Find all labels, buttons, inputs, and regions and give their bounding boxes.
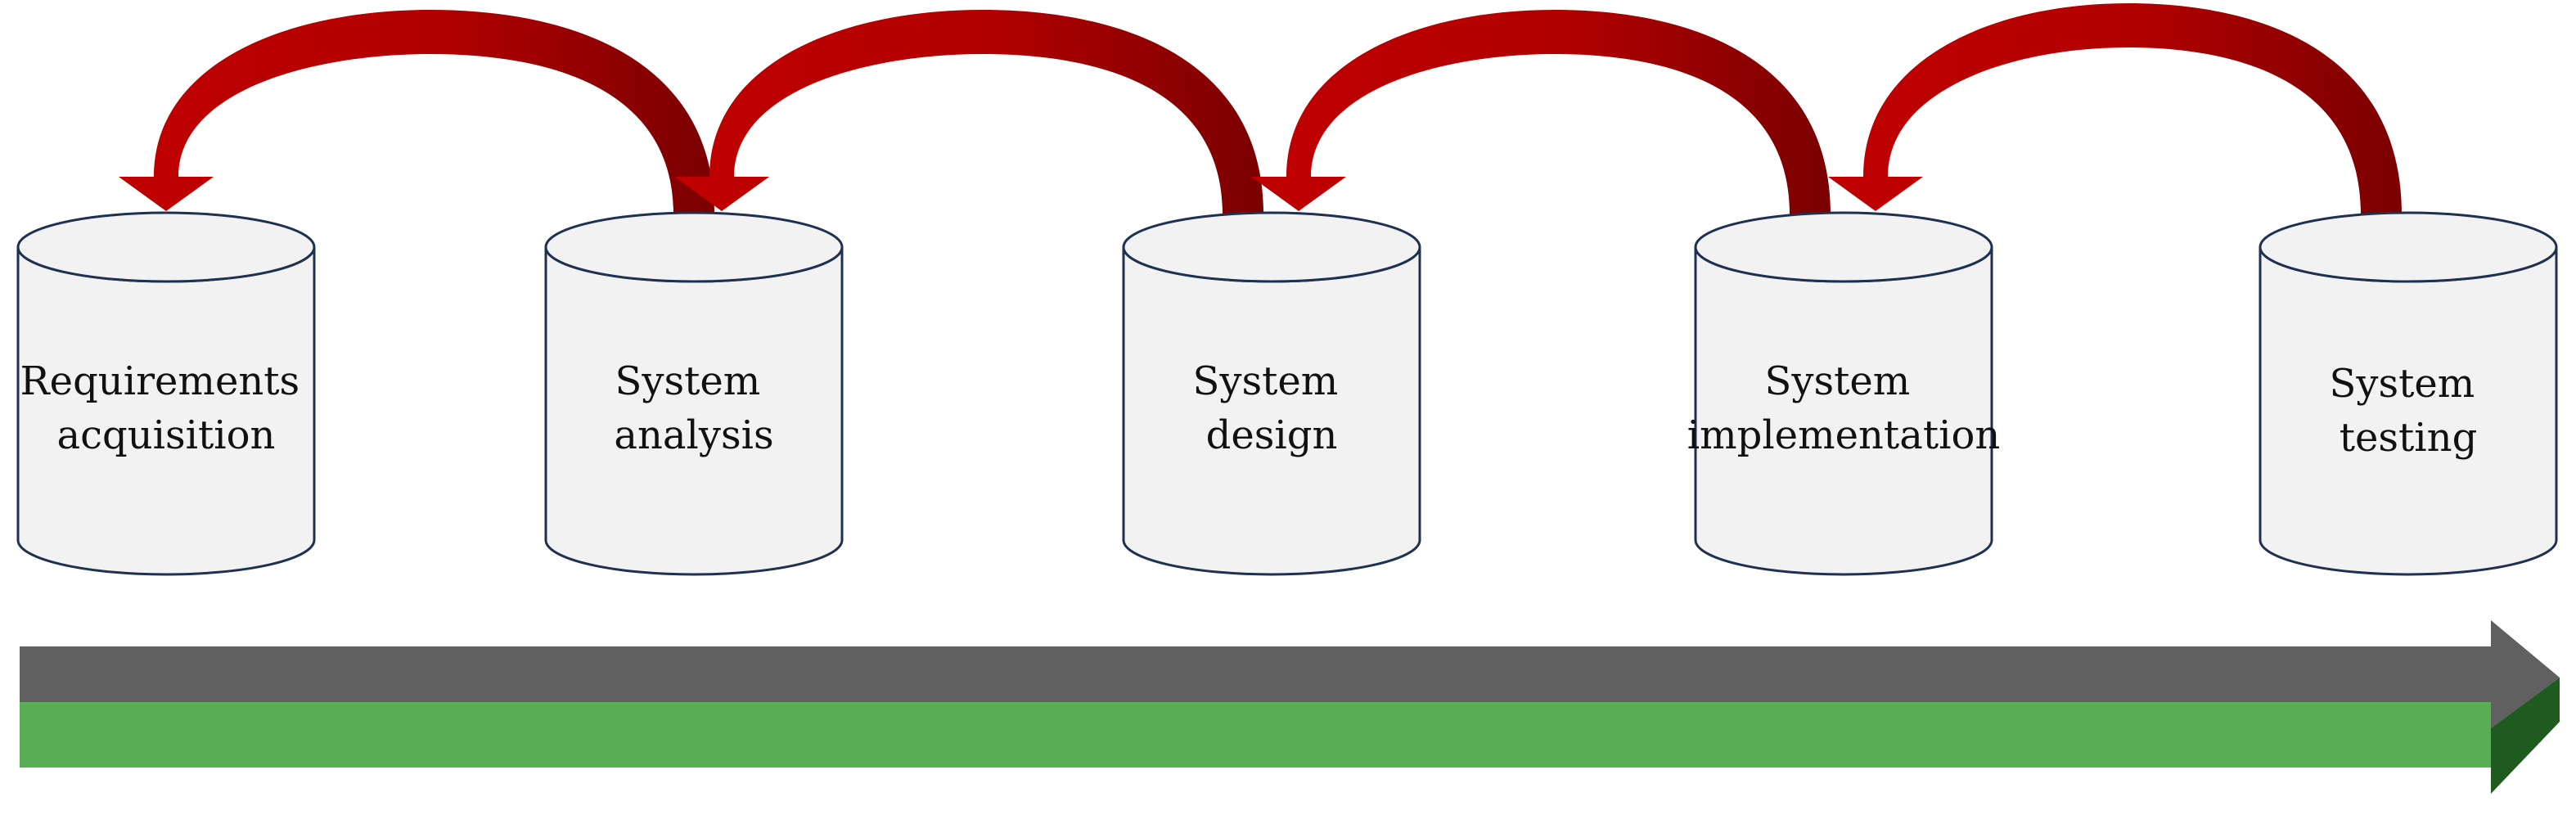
timeline-arrowhead-top: [2491, 620, 2560, 728]
stage-label-line1: Requirements: [20, 358, 300, 404]
stage-label: System analysis: [614, 358, 773, 458]
cylinder-body: [2259, 246, 2558, 576]
stage-label-line1: System: [615, 358, 760, 404]
cylinder-top: [16, 211, 316, 283]
stage-system-analysis: System analysis: [544, 211, 844, 576]
stage-label-line1: System: [1764, 358, 1910, 404]
stage-label: System implementation: [1687, 358, 2001, 458]
cylinder-top: [544, 211, 844, 283]
timeline-band-top: [20, 646, 2494, 702]
cylinder-body: [544, 246, 844, 576]
timeline-arrowhead-bottom: [2491, 678, 2560, 794]
cylinder-top: [2259, 211, 2558, 283]
stage-cylinders: Requirements acquisition System analysis…: [16, 211, 2558, 576]
stage-label-line2: analysis: [614, 412, 773, 458]
cylinder-top: [1122, 211, 1421, 283]
stage-label-line1: System: [2329, 361, 2475, 407]
feedback-arrow-3: [1251, 10, 1831, 214]
timeline-band-bottom: [20, 702, 2494, 768]
cylinder-body: [16, 246, 316, 576]
stage-system-design: System design: [1122, 211, 1421, 576]
feedback-arrow-1: [119, 10, 714, 214]
stage-system-implementation: System implementation: [1687, 211, 2001, 576]
stage-label-line2: testing: [2340, 415, 2478, 461]
stage-label-line2: implementation: [1687, 412, 2001, 458]
feedback-arrow-2: [674, 10, 1263, 214]
stage-label: System design: [1192, 358, 1350, 458]
cylinder-body: [1122, 246, 1421, 576]
cylinder-body: [1694, 246, 1993, 576]
stage-label: System testing: [2329, 361, 2487, 461]
stage-requirements-acquisition: Requirements acquisition: [16, 211, 316, 576]
feedback-arrows: [119, 3, 2402, 214]
feedback-arrow-4: [1828, 3, 2402, 214]
stage-system-testing: System testing: [2259, 211, 2558, 576]
stage-label-line2: design: [1206, 412, 1338, 458]
cylinder-top: [1694, 211, 1993, 283]
stage-label: Requirements acquisition: [20, 358, 313, 458]
timeline-arrow: [20, 620, 2560, 794]
stage-label-line1: System: [1192, 358, 1338, 404]
stage-label-line2: acquisition: [57, 412, 276, 458]
